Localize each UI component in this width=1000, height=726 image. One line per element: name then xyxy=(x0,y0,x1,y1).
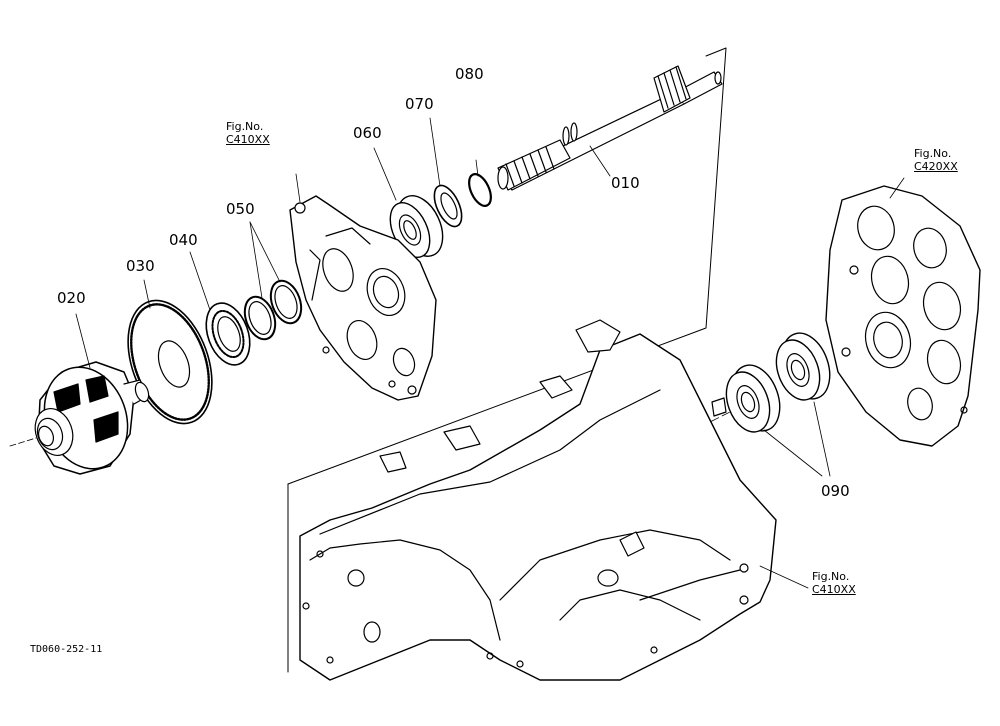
bearing-060-drawing xyxy=(373,147,444,258)
seal-040-drawing xyxy=(189,251,251,366)
part-label-080: 080 xyxy=(455,65,484,83)
rear-cover-drawing xyxy=(825,177,981,447)
part-label-030: 030 xyxy=(126,257,155,275)
seal-070-drawing xyxy=(429,117,463,228)
figure-number[interactable]: C420XX xyxy=(914,160,958,173)
bearings-090-drawing xyxy=(689,332,831,477)
part-label-020: 020 xyxy=(57,289,86,307)
figure-reference[interactable]: Fig.No. C420XX xyxy=(914,147,958,173)
part-label-040: 040 xyxy=(169,231,198,249)
figure-reference[interactable]: Fig.No. C410XX xyxy=(226,120,270,146)
part-label-090: 090 xyxy=(821,482,850,500)
center-housing-drawing xyxy=(289,173,437,401)
part-label-070: 070 xyxy=(405,95,434,113)
snap-ring-080-drawing xyxy=(468,159,492,207)
transmission-case-drawing xyxy=(299,319,809,681)
figure-label: Fig.No. xyxy=(914,147,952,160)
figure-label: Fig.No. xyxy=(812,570,850,583)
figure-reference[interactable]: Fig.No. C410XX xyxy=(812,570,856,596)
disc-030-drawing xyxy=(127,279,213,425)
clutch-020-drawing xyxy=(9,313,150,475)
part-label-010: 010 xyxy=(611,174,640,192)
drawing-code: TD060-252-11 xyxy=(30,644,103,655)
figure-label: Fig.No. xyxy=(226,120,264,133)
group-frame xyxy=(287,47,727,485)
shaft-010-drawing xyxy=(497,65,723,191)
figure-number[interactable]: C410XX xyxy=(812,583,856,596)
part-label-050: 050 xyxy=(226,200,255,218)
figure-number[interactable]: C410XX xyxy=(226,133,270,146)
orings-050-drawing xyxy=(243,221,303,341)
part-label-060: 060 xyxy=(353,124,382,142)
